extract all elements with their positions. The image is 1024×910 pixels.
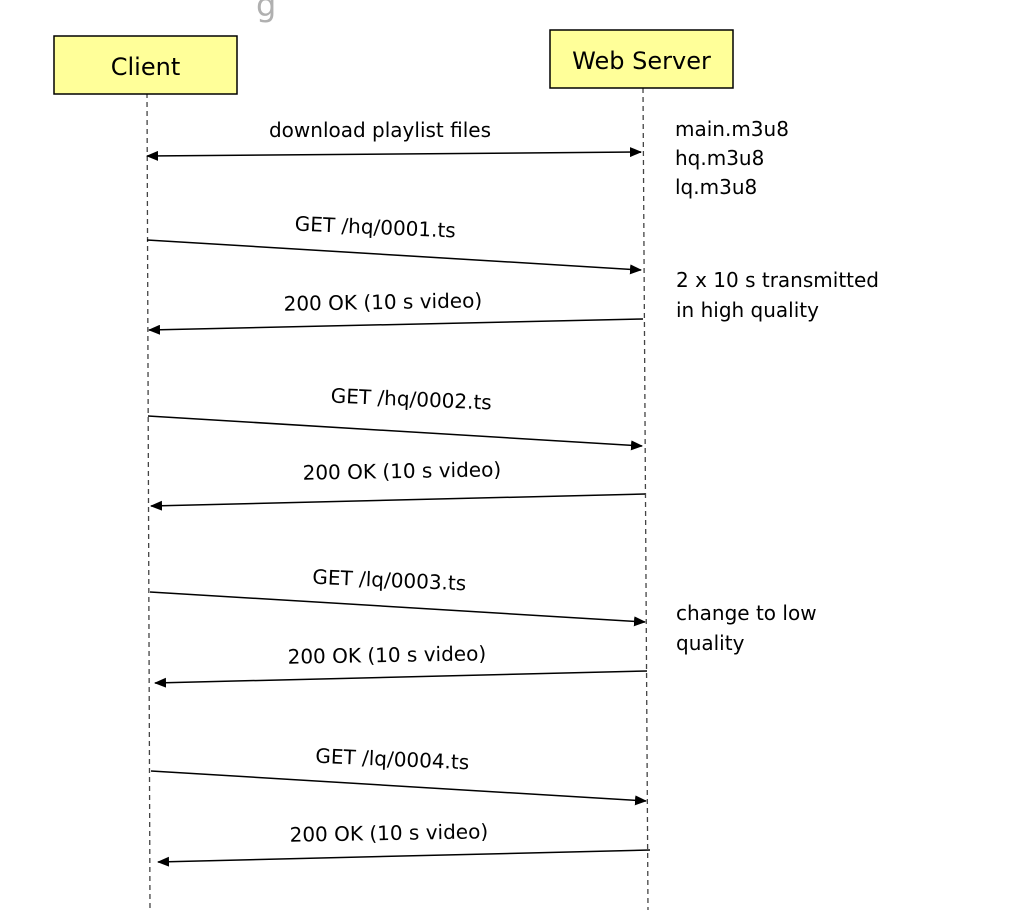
client-actor-box (53, 35, 238, 95)
message-arrow (146, 147, 642, 161)
note-high-quality: 2 x 10 s transmitted in high quality (676, 268, 879, 322)
client-actor-label: Client (111, 53, 180, 81)
server-actor-box (549, 29, 734, 89)
note-line: hq.m3u8 (675, 146, 764, 170)
message-ok-2: 200 OK (10 s video) (150, 457, 646, 511)
message-arrow (157, 849, 651, 867)
message-ok-1: 200 OK (10 s video) (148, 288, 644, 335)
note-line: 2 x 10 s transmitted (676, 268, 879, 292)
message-ok-4: 200 OK (10 s video) (157, 819, 651, 867)
message-arrow (150, 493, 646, 511)
message-arrow (154, 670, 648, 688)
title-fragment: g (256, 0, 276, 24)
message-label: GET /lq/0004.ts (315, 744, 470, 775)
message-label: GET /hq/0002.ts (330, 384, 492, 415)
message-ok-3: 200 OK (10 s video) (154, 641, 648, 688)
message-arrow (148, 318, 644, 335)
client-actor: Client (53, 35, 238, 95)
message-arrow (147, 415, 643, 451)
note-line: main.m3u8 (675, 117, 789, 141)
message-label: GET /lq/0003.ts (312, 565, 467, 596)
message-arrow (149, 591, 646, 627)
message-get-hq-0001: GET /hq/0001.ts (146, 212, 642, 275)
message-label: 200 OK (10 s video) (287, 641, 486, 668)
message-label: download playlist files (269, 118, 491, 142)
note-line: change to low (676, 601, 817, 625)
message-get-lq-0003: GET /lq/0003.ts (149, 565, 646, 627)
message-get-hq-0002: GET /hq/0002.ts (147, 384, 643, 451)
message-label: 200 OK (10 s video) (302, 457, 501, 484)
message-label: GET /hq/0001.ts (294, 212, 456, 243)
message-arrow (146, 239, 642, 275)
note-line: quality (676, 631, 745, 655)
server-lifeline (642, 87, 649, 910)
message-download-playlists: download playlist files (146, 118, 642, 161)
note-low-quality: change to low quality (676, 601, 817, 655)
message-label: 200 OK (10 s video) (283, 288, 482, 315)
note-line: in high quality (676, 298, 819, 322)
client-lifeline (146, 92, 151, 910)
note-playlist-files: main.m3u8 hq.m3u8 lq.m3u8 (675, 117, 789, 199)
message-get-lq-0004: GET /lq/0004.ts (150, 744, 647, 806)
note-line: lq.m3u8 (675, 175, 757, 199)
message-arrow (150, 770, 647, 806)
server-actor: Web Server (549, 29, 734, 89)
message-label: 200 OK (10 s video) (289, 819, 488, 846)
server-actor-label: Web Server (572, 47, 711, 75)
